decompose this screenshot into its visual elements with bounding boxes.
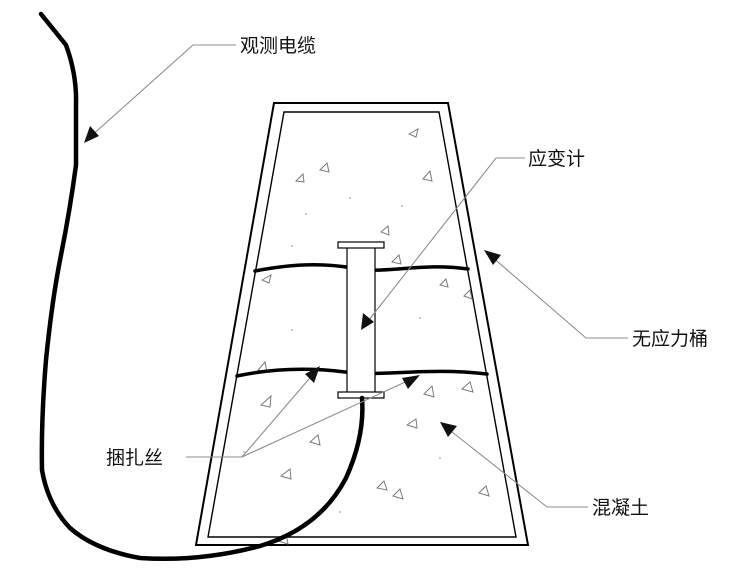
aggregate-speck [291,329,293,331]
aggregate-mark [391,254,402,265]
strain-gauge-label: 应变计 [528,148,585,170]
aggregate-mark [308,434,321,446]
concrete-arrowhead [440,422,457,437]
binding-wire-lower [235,367,489,378]
cable-arrowhead [84,126,99,143]
strain-gauge-body [346,244,376,394]
aggregate-mark [294,172,305,183]
concrete-label: 混凝土 [592,497,649,519]
aggregate-speck [305,213,307,215]
strain-gauge-leader [364,157,525,326]
binding-wire-arrowhead-branch [402,375,420,389]
aggregate-speck [349,197,351,199]
aggregate-speck [419,317,421,319]
binding-wire-leader-branch [241,377,415,458]
observation-cable [38,11,365,562]
bucket-arrowhead [484,250,501,265]
aggregate-mark [279,468,292,480]
arrowheads [84,126,501,437]
aggregate-mark [422,169,433,182]
labels: 观测电缆 应变计 无应力桶 捆扎丝 混凝土 [106,35,708,519]
aggregate-mark [460,381,474,393]
aggregate-speck [243,451,245,453]
aggregate-speck [439,457,441,459]
aggregate-speck [401,205,403,207]
aggregate-mark [423,384,435,398]
aggregate-mark [260,274,272,284]
aggregate-mark [407,128,419,138]
strain-gauge-arrowhead [361,313,374,330]
aggregate-speck [339,511,341,513]
cable-leader-diagonal [89,44,194,138]
stress-free-bucket-label: 无应力桶 [632,328,708,350]
aggregate-mark [375,480,388,491]
aggregate-mark [405,418,418,429]
aggregate-mark [478,485,490,497]
binding-wire-arrowhead [305,366,320,383]
aggregate-mark [439,278,449,288]
binding-wire-label: 捆扎丝 [106,447,163,469]
concrete-leader [446,427,588,508]
leader-lines [89,44,628,508]
strain-gauge-top-flange [337,241,385,249]
bucket-leader [490,255,628,339]
aggregate-mark [392,488,404,500]
aggregate-mark [319,162,330,173]
aggregate-speck [291,245,293,247]
aggregate-mark [259,394,272,408]
aggregate-mark [463,289,473,300]
cable-label: 观测电缆 [240,35,316,57]
aggregate-mark [380,225,390,236]
